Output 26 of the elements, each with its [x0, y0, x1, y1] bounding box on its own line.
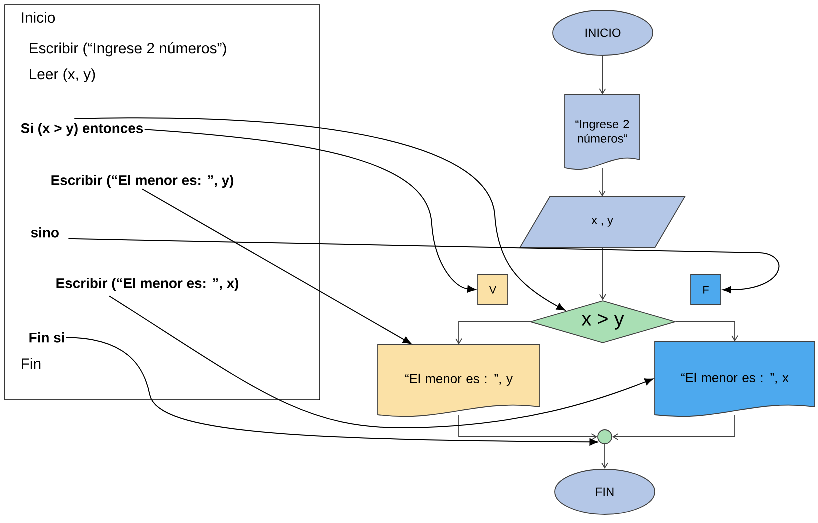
- leader-line: [68, 238, 780, 294]
- pseudocode-line: Escribir (“El menor es: ”, y): [52, 175, 234, 188]
- arrow: [599, 168, 606, 197]
- pseudocode-line: Leer (x, y): [30, 68, 96, 83]
- arrow: [612, 414, 736, 440]
- pseudocode-line: Fin: [22, 358, 41, 369]
- leader-line: [144, 129, 476, 293]
- arrow: [676, 322, 738, 342]
- pseudocode-line: Fin si: [30, 332, 64, 343]
- leader-line: [142, 188, 412, 344]
- pseudocode-line: Inicio: [22, 12, 56, 24]
- arrow: [458, 414, 598, 440]
- pseudocode-line: Escribir (“Ingrese 2 números”): [30, 42, 226, 57]
- branch-tag: F: [690, 274, 722, 306]
- leader-line: [74, 118, 566, 311]
- pseudocode-line: Si (x > y) entonces: [21, 123, 144, 136]
- branch-tag: V: [478, 274, 508, 306]
- arrow: [456, 322, 530, 345]
- pseudocode-line: sino: [31, 227, 59, 238]
- pseudocode-line: Escribir (“El menor es: ”, x): [56, 278, 239, 292]
- arrow: [599, 56, 606, 95]
- arrow: [600, 248, 606, 300]
- leader-line: [109, 296, 654, 428]
- arrow: [602, 444, 608, 470]
- connector-circle: [598, 430, 612, 444]
- leader-line: [66, 337, 598, 446]
